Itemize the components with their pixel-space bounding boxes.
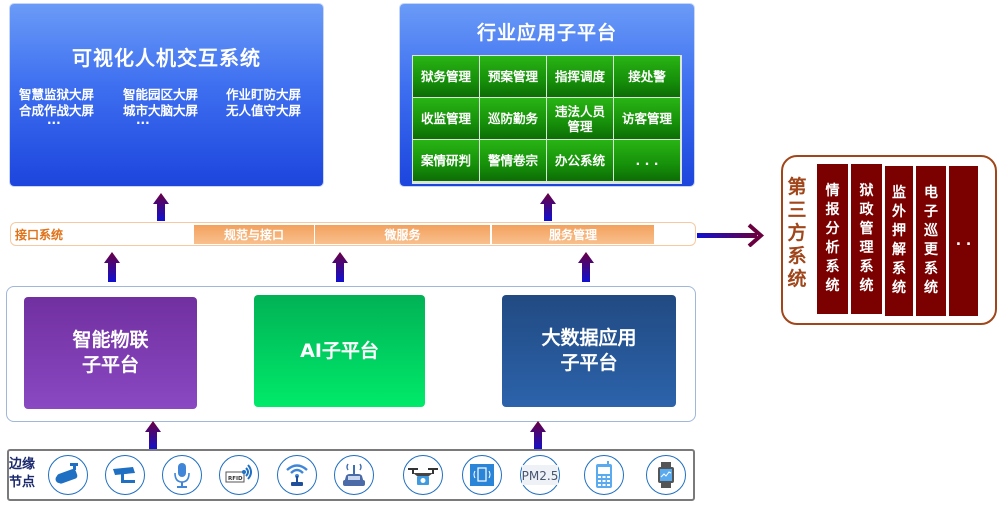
edge-label-line1: 边缘 <box>9 457 36 472</box>
interface-segment-spec: 规范与接口 <box>194 225 314 244</box>
third-party-system-label: 狱政管理系统 <box>859 183 874 294</box>
third-party-system-label: 情报分析系统 <box>825 183 840 294</box>
arrow-up-icon <box>540 193 556 221</box>
app-cell: 访客管理 <box>614 98 680 139</box>
third-party-system: 狱政管理系统 <box>851 164 882 314</box>
third-party-system: 情报分析系统 <box>817 164 848 314</box>
interface-segment-service-mgmt: 服务管理 <box>492 225 654 244</box>
arrow-up-icon <box>530 421 546 451</box>
third-party-system-label: 监外押解系统 <box>892 185 906 296</box>
app-cell: 巡防勤务 <box>480 98 546 139</box>
rfid-reader-icon: RFID <box>219 455 259 495</box>
iot-platform-line1: 智能物联 <box>72 329 149 351</box>
hmi-ellipsis: ... <box>47 113 61 127</box>
surveillance-camera-icon <box>105 455 145 495</box>
industry-app-grid: 狱务管理 预案管理 指挥调度 接处警 收监管理 巡防勤务 违法人员管理 访客管理… <box>412 55 682 184</box>
app-cell: 收监管理 <box>413 98 479 139</box>
ai-platform-label: AI子平台 <box>300 339 379 362</box>
wifi-router-icon <box>277 455 317 495</box>
rfid-text: RFID <box>228 476 243 482</box>
third-party-title: 第三方系统 <box>787 176 807 290</box>
edge-label-line2: 节点 <box>9 475 36 490</box>
app-cell: 接处警 <box>614 56 680 97</box>
pm25-sensor-icon: PM2.5 <box>520 455 560 495</box>
app-cell: 狱务管理 <box>413 56 479 97</box>
app-cell: 违法人员管理 <box>547 98 613 139</box>
third-party-system: 电子巡更系统 <box>916 166 946 316</box>
connected-car-icon <box>334 455 374 495</box>
hmi-ellipsis: ... <box>136 113 150 127</box>
visual-hmi-panel: 可视化人机交互系统 智慧监狱大屏 合成作战大屏 智能园区大屏 城市大脑大屏 作业… <box>10 4 323 186</box>
bullet-camera-icon <box>48 455 88 495</box>
arrow-up-icon <box>332 252 348 282</box>
hmi-item: 无人值守大屏 <box>226 103 302 118</box>
mobile-phone-icon <box>584 455 624 495</box>
third-party-system: 监外押解系统 <box>885 166 913 316</box>
interface-system-label: 接口系统 <box>15 228 64 242</box>
app-cell: 指挥调度 <box>547 56 613 97</box>
arrow-up-icon <box>104 252 120 282</box>
bigdata-platform-line1: 大数据应用 <box>541 327 637 349</box>
pm25-text: PM2.5 <box>522 469 558 483</box>
microphone-icon <box>162 455 202 495</box>
hmi-item: 合成作战大屏 <box>19 103 95 118</box>
hmi-item: 城市大脑大屏 <box>123 103 199 118</box>
iot-platform-box: 智能物联子平台 <box>24 297 197 409</box>
iot-platform-line2: 子平台 <box>81 354 139 376</box>
third-party-system-label: 电子巡更系统 <box>924 185 938 296</box>
industry-platform-title: 行业应用子平台 <box>476 22 617 44</box>
bigdata-platform-box: 大数据应用子平台 <box>502 295 676 407</box>
bigdata-platform-line2: 子平台 <box>560 352 618 374</box>
hmi-item: 智能园区大屏 <box>123 87 199 102</box>
arrow-up-icon <box>145 421 161 451</box>
arrow-right-icon <box>697 223 765 247</box>
hmi-item: 作业盯防大屏 <box>226 87 302 102</box>
industry-platform-panel: 行业应用子平台 狱务管理 预案管理 指挥调度 接处警 收监管理 巡防勤务 违法人… <box>400 4 694 186</box>
arrow-up-icon <box>153 193 169 221</box>
hmi-item: 智慧监狱大屏 <box>19 87 95 102</box>
app-cell: . . . <box>614 140 680 181</box>
smartwatch-icon <box>646 455 686 495</box>
ai-platform-box: AI子平台 <box>254 295 425 407</box>
arrow-up-icon <box>578 252 594 282</box>
interface-system-bar: 接口系统 规范与接口 微服务 服务管理 <box>10 222 696 246</box>
app-cell: 办公系统 <box>547 140 613 181</box>
visual-hmi-title: 可视化人机交互系统 <box>72 46 261 70</box>
vibration-sensor-icon <box>462 455 502 495</box>
app-cell: 案情研判 <box>413 140 479 181</box>
app-cell: 预案管理 <box>480 56 546 97</box>
interface-segment-microservice: 微服务 <box>315 225 490 244</box>
app-cell: 警情卷宗 <box>480 140 546 181</box>
third-party-system-label: . . <box>955 232 972 249</box>
edge-nodes-label: 边缘 节点 <box>9 456 39 492</box>
drone-camera-icon <box>403 455 443 495</box>
third-party-system: . . <box>949 166 978 316</box>
